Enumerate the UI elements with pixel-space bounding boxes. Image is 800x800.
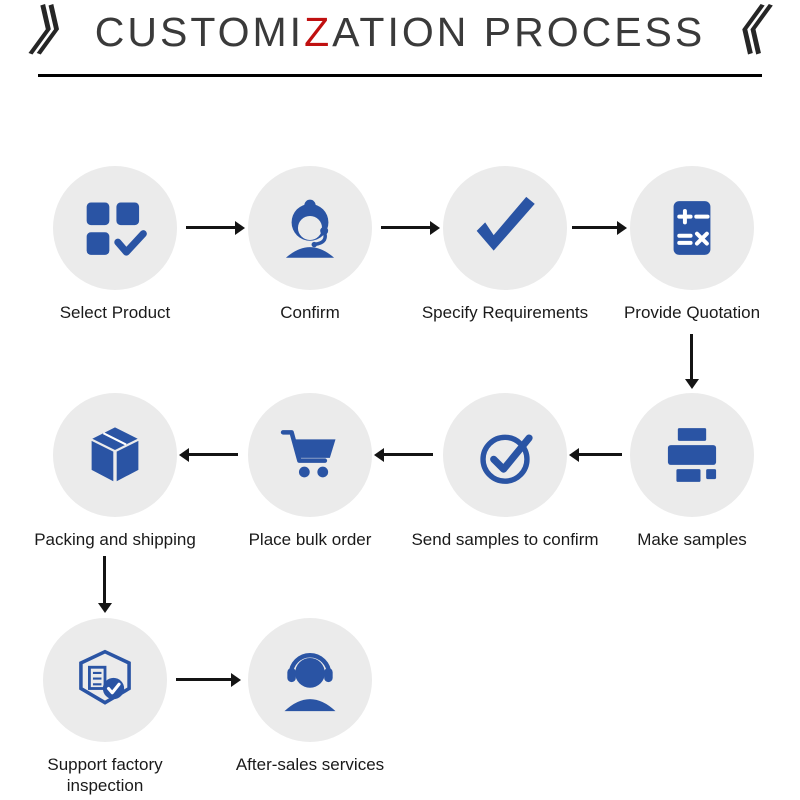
step-label: Send samples to confirm bbox=[411, 530, 599, 549]
arrow-down-icon bbox=[684, 334, 699, 389]
step-circle bbox=[248, 393, 372, 517]
page-title: 》 CUSTOMIZATION PROCESS 《 bbox=[0, 3, 800, 61]
step-select-product: Select Product bbox=[53, 166, 177, 322]
arrow-left-icon bbox=[179, 447, 238, 462]
step-circle bbox=[443, 166, 567, 290]
step-label: Support factory inspection bbox=[47, 755, 163, 796]
step-packing-shipping: Packing and shipping bbox=[34, 393, 196, 549]
step-circle bbox=[443, 393, 567, 517]
title-part2: ATION PROCESS bbox=[332, 8, 706, 55]
checkmark-icon bbox=[476, 196, 535, 251]
arrow-right-icon bbox=[176, 672, 241, 687]
step-label: Confirm bbox=[280, 303, 340, 322]
step-circle bbox=[248, 166, 372, 290]
step-label: Provide Quotation bbox=[623, 303, 761, 322]
step-place-bulk-order: Place bulk order bbox=[248, 393, 372, 549]
step-circle bbox=[53, 166, 177, 290]
step-label: After-sales services bbox=[235, 755, 385, 774]
title-highlight-letter: Z bbox=[304, 8, 333, 55]
arrow-left-icon bbox=[374, 447, 433, 462]
arrow-right-icon bbox=[186, 220, 245, 235]
step-provide-quotation: Provide Quotation bbox=[624, 166, 760, 322]
step-circle bbox=[43, 618, 167, 742]
customer-service-icon bbox=[285, 199, 335, 258]
step-circle bbox=[53, 393, 177, 517]
title-text: CUSTOMIZATION PROCESS bbox=[95, 9, 706, 56]
step-confirm: Confirm bbox=[248, 166, 372, 322]
step-send-samples: Send samples to confirm bbox=[411, 393, 599, 549]
arrow-right-icon bbox=[381, 220, 440, 235]
arrow-right-icon bbox=[572, 220, 627, 235]
step-factory-inspection: Support factory inspection bbox=[43, 618, 167, 795]
arrow-down-icon bbox=[97, 556, 112, 613]
step-circle bbox=[630, 166, 754, 290]
title-divider bbox=[38, 74, 762, 77]
title-part1: CUSTOMI bbox=[94, 8, 305, 55]
left-quote-mark-icon: 》 bbox=[25, 3, 92, 61]
shopping-cart-icon bbox=[280, 430, 336, 478]
product-grid-check-icon bbox=[86, 202, 147, 256]
step-label: Make samples bbox=[637, 530, 747, 549]
step-make-samples: Make samples bbox=[630, 393, 754, 549]
headset-person-icon bbox=[284, 653, 336, 712]
step-label: Packing and shipping bbox=[34, 530, 196, 549]
factory-inspection-icon bbox=[79, 649, 131, 705]
step-after-sales: After-sales services bbox=[236, 618, 384, 774]
printer-icon bbox=[667, 428, 717, 482]
step-label: Specify Requirements bbox=[421, 303, 589, 322]
step-specify-requirements: Specify Requirements bbox=[422, 166, 588, 322]
package-box-icon bbox=[91, 427, 139, 482]
calculator-icon bbox=[673, 201, 711, 255]
step-label: Place bulk order bbox=[248, 530, 372, 549]
step-label: Select Product bbox=[59, 303, 171, 322]
arrow-left-icon bbox=[569, 447, 622, 462]
step-circle bbox=[248, 618, 372, 742]
circle-check-icon bbox=[480, 434, 533, 484]
step-circle bbox=[630, 393, 754, 517]
right-quote-mark-icon: 《 bbox=[708, 3, 775, 61]
